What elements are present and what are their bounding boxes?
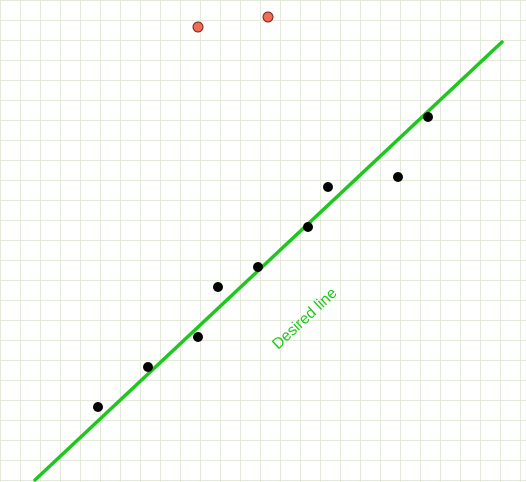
desired-line-label: Desired line <box>269 285 340 353</box>
data-point <box>213 282 223 292</box>
outlier-point <box>192 21 204 33</box>
data-point <box>423 112 433 122</box>
outlier-point <box>262 11 274 23</box>
data-points <box>93 11 433 412</box>
data-point <box>303 222 313 232</box>
data-point <box>93 402 103 412</box>
data-point <box>193 332 203 342</box>
data-point <box>393 172 403 182</box>
data-point <box>323 182 333 192</box>
data-point <box>143 362 153 372</box>
data-point <box>253 262 263 272</box>
